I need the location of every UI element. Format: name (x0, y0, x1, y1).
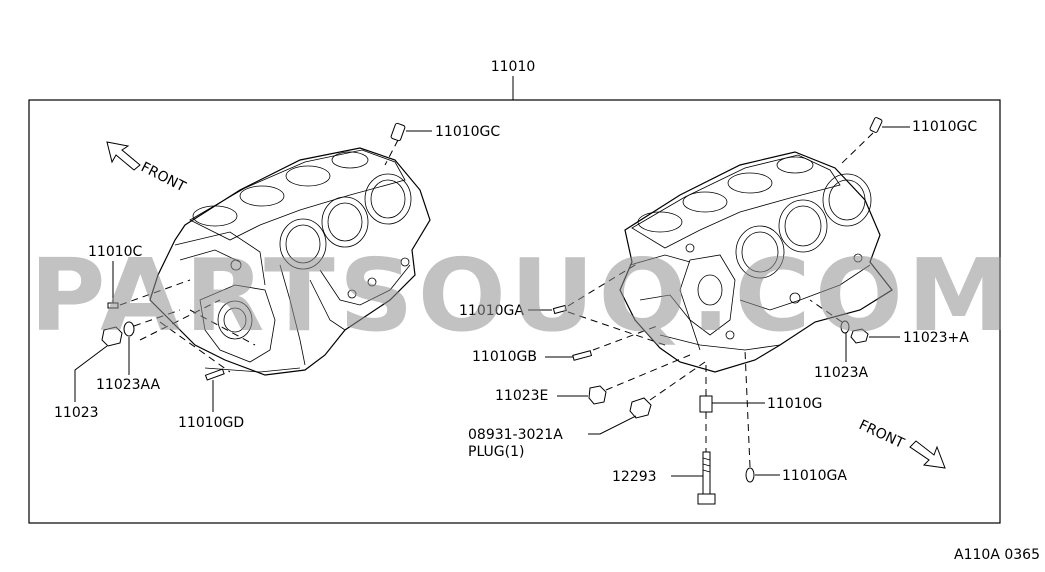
label-11023a[interactable]: 11023A (814, 365, 869, 381)
front-arrow-left-icon (106, 141, 141, 171)
plug-11023e[interactable] (588, 385, 607, 405)
label-plug-qty[interactable]: PLUG(1) (468, 444, 524, 460)
label-12293[interactable]: 12293 (612, 469, 657, 485)
dowel-pin-11010gc-left[interactable] (390, 122, 406, 142)
left-engine-block[interactable] (149, 147, 431, 376)
front-label-right: FRONT (856, 417, 907, 452)
diagram-code: A110A 0365 (954, 547, 1040, 563)
pin-11010gb[interactable] (572, 350, 593, 361)
label-11023-plus-a[interactable]: 11023+A (903, 330, 969, 346)
diagram-frame (28, 99, 1001, 524)
right-engine-block[interactable] (619, 151, 893, 373)
washer-11023a[interactable] (840, 320, 850, 334)
plug-11023-plus-a[interactable] (850, 328, 869, 344)
watermark: PARTSOUQ.COM (30, 237, 1015, 354)
label-11023e[interactable]: 11023E (495, 388, 548, 404)
plug-11023[interactable] (101, 326, 123, 347)
plug-08931-3021a[interactable] (629, 397, 652, 419)
dowel-pin-11010gc-right[interactable] (869, 117, 883, 133)
label-11010ga-bottom[interactable]: 11010GA (782, 468, 847, 484)
leader-08931 (588, 415, 637, 435)
label-11010g[interactable]: 11010G (767, 396, 822, 412)
leader-11023 (74, 345, 108, 402)
label-11010gd[interactable]: 11010GD (178, 415, 244, 431)
pin-11010gd[interactable] (204, 368, 225, 381)
label-11010gc-left[interactable]: 11010GC (435, 124, 500, 140)
label-08931-3021a[interactable]: 08931-3021A (468, 427, 563, 443)
label-11010gb[interactable]: 11010GB (472, 349, 537, 365)
label-11010ga-top[interactable]: 11010GA (459, 303, 524, 319)
assembly-part-number[interactable]: 11010 (491, 59, 536, 75)
pin-11010ga-bottom[interactable] (745, 467, 755, 483)
pin-11010ga-top[interactable] (552, 304, 567, 315)
label-11010c[interactable]: 11010C (88, 244, 143, 260)
washer-11023aa[interactable] (123, 321, 135, 337)
label-11023aa[interactable]: 11023AA (96, 377, 161, 393)
dowel-11010g[interactable] (699, 395, 713, 413)
front-label-left: FRONT (138, 159, 188, 195)
pin-11010c[interactable] (107, 302, 119, 309)
label-11023[interactable]: 11023 (54, 405, 99, 421)
front-arrow-right-icon (909, 440, 946, 469)
bolt-12293[interactable] (697, 451, 716, 505)
label-11010gc-right[interactable]: 11010GC (912, 119, 977, 135)
